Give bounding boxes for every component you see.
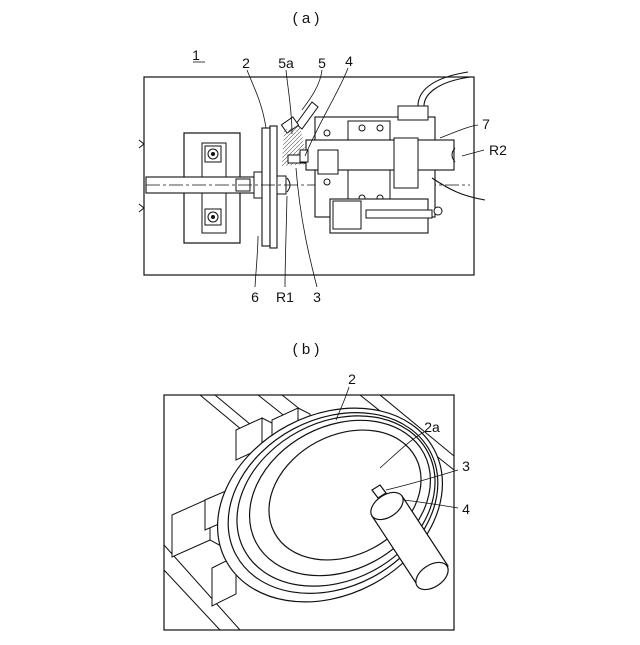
label-device: 1 <box>192 47 200 63</box>
label-rotation-r1: R1 <box>276 289 294 305</box>
label-grinding-wheel: 2 <box>242 55 250 71</box>
label-dresser-tip: 5a <box>278 55 294 71</box>
label-spindle: 6 <box>251 289 259 305</box>
label-workpiece-b: 4 <box>462 501 470 517</box>
right-headstock <box>300 72 485 233</box>
grinding-wheel-left <box>262 128 270 246</box>
panel-b-caption: ( b ) <box>293 341 320 358</box>
label-rotation-r2: R2 <box>489 142 507 158</box>
label-workpiece: 4 <box>345 53 353 69</box>
panel-b: ( b ) <box>164 341 476 640</box>
label-wheel-face: 2a <box>424 419 440 435</box>
label-motor-unit: 7 <box>482 116 490 132</box>
label-grinding-wheel-b: 2 <box>348 371 356 387</box>
label-contact-b: 3 <box>462 458 470 474</box>
label-nozzle: 5 <box>318 55 326 71</box>
break-marks <box>139 140 144 212</box>
panel-a-caption: ( a ) <box>293 10 320 27</box>
label-contact: 3 <box>313 289 321 305</box>
panel-a: ( a ) <box>139 10 507 305</box>
grinding-wheel-right <box>270 126 277 248</box>
